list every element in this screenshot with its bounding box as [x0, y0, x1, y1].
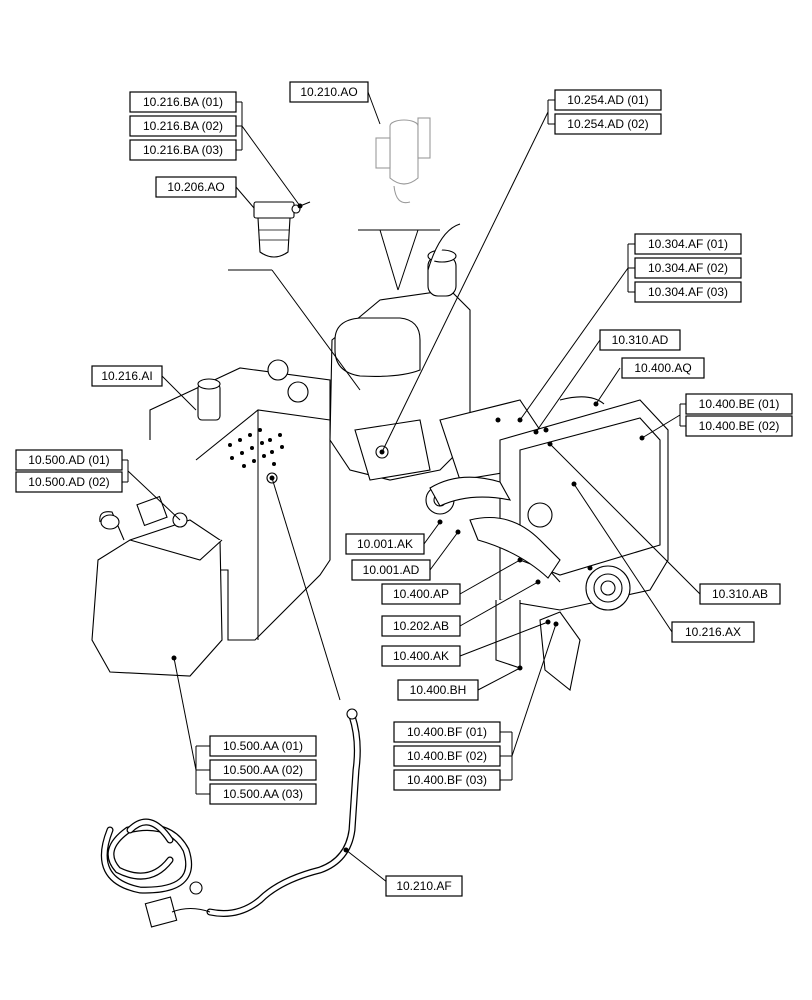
- svg-text:10.400.BF (01): 10.400.BF (01): [407, 725, 487, 739]
- label-10-400-bh[interactable]: 10.400.BH: [397, 679, 479, 701]
- engine-block-part: [329, 223, 541, 515]
- svg-text:10.216.AI: 10.216.AI: [101, 369, 152, 383]
- label-10-500-aa-02[interactable]: 10.500.AA (02): [209, 759, 317, 781]
- label-10-400-bf-02[interactable]: 10.400.BF (02): [393, 745, 501, 767]
- label-10-400-bf-01[interactable]: 10.400.BF (01): [393, 721, 501, 743]
- svg-text:10.254.AD (02): 10.254.AD (02): [567, 117, 648, 131]
- leader-lines: [122, 91, 701, 887]
- label-10-210-af[interactable]: 10.210.AF: [385, 875, 463, 897]
- svg-text:10.216.AX: 10.216.AX: [685, 625, 741, 639]
- svg-text:10.304.AF (01): 10.304.AF (01): [648, 237, 728, 251]
- label-10-500-aa-03[interactable]: 10.500.AA (03): [209, 783, 317, 805]
- svg-text:10.400.BF (03): 10.400.BF (03): [407, 773, 487, 787]
- svg-text:10.304.AF (02): 10.304.AF (02): [648, 261, 728, 275]
- label-10-216-ax[interactable]: 10.216.AX: [671, 621, 755, 643]
- label-10-400-ap[interactable]: 10.400.AP: [381, 583, 461, 605]
- svg-text:10.500.AD (02): 10.500.AD (02): [28, 475, 109, 489]
- label-10-216-ba-03[interactable]: 10.216.BA (03): [129, 139, 237, 161]
- svg-text:10.254.AD (01): 10.254.AD (01): [567, 93, 648, 107]
- label-10-254-ad-01[interactable]: 10.254.AD (01): [554, 89, 662, 111]
- cooling-package-part: [495, 396, 669, 691]
- label-10-304-af-03[interactable]: 10.304.AF (03): [634, 281, 742, 303]
- svg-text:10.210.AO: 10.210.AO: [300, 85, 357, 99]
- fuel-filter-part: [253, 201, 311, 258]
- svg-text:10.310.AB: 10.310.AB: [712, 587, 768, 601]
- svg-text:10.206.AO: 10.206.AO: [167, 180, 224, 194]
- label-10-202-ab[interactable]: 10.202.AB: [381, 615, 461, 637]
- label-10-310-ad[interactable]: 10.310.AD: [599, 329, 681, 351]
- label-10-206-ao[interactable]: 10.206.AO: [155, 176, 237, 198]
- svg-text:10.304.AF (03): 10.304.AF (03): [648, 285, 728, 299]
- label-10-400-be-01[interactable]: 10.400.BE (01): [685, 393, 793, 415]
- engine-assembly-illustration: [91, 117, 669, 928]
- label-10-500-ad-01[interactable]: 10.500.AD (01): [15, 449, 123, 471]
- svg-text:10.400.AK: 10.400.AK: [393, 649, 449, 663]
- svg-text:10.400.BF (02): 10.400.BF (02): [407, 749, 487, 763]
- svg-text:10.400.AQ: 10.400.AQ: [634, 361, 691, 375]
- label-10-001-ad[interactable]: 10.001.AD: [351, 559, 431, 581]
- svg-text:10.400.BE (01): 10.400.BE (01): [699, 397, 780, 411]
- fuel-line-hose-part: [206, 708, 361, 917]
- svg-text:10.210.AF: 10.210.AF: [396, 879, 451, 893]
- fuel-tank-part: [149, 359, 331, 641]
- label-10-310-ab[interactable]: 10.310.AB: [699, 583, 781, 605]
- svg-text:10.216.BA (03): 10.216.BA (03): [143, 143, 223, 157]
- svg-text:10.202.AB: 10.202.AB: [393, 619, 449, 633]
- svg-text:10.500.AD (01): 10.500.AD (01): [28, 453, 109, 467]
- tank-vent-holes: [228, 428, 284, 468]
- label-10-216-ai[interactable]: 10.216.AI: [91, 365, 163, 387]
- label-10-400-bf-03[interactable]: 10.400.BF (03): [393, 769, 501, 791]
- label-10-400-be-02[interactable]: 10.400.BE (02): [685, 415, 793, 437]
- svg-text:10.500.AA (02): 10.500.AA (02): [223, 763, 303, 777]
- label-10-304-af-02[interactable]: 10.304.AF (02): [634, 257, 742, 279]
- label-10-216-ba-01[interactable]: 10.216.BA (01): [129, 91, 237, 113]
- label-10-254-ad-02[interactable]: 10.254.AD (02): [554, 113, 662, 135]
- svg-text:10.500.AA (01): 10.500.AA (01): [223, 739, 303, 753]
- svg-text:10.216.BA (01): 10.216.BA (01): [143, 95, 223, 109]
- label-10-210-ao[interactable]: 10.210.AO: [289, 81, 369, 103]
- label-10-001-ak[interactable]: 10.001.AK: [345, 533, 425, 555]
- svg-text:10.400.BH: 10.400.BH: [410, 683, 467, 697]
- svg-text:10.400.AP: 10.400.AP: [393, 587, 449, 601]
- water-separator-part: [375, 117, 431, 204]
- def-tank-part: [91, 495, 223, 677]
- svg-text:10.400.BE (02): 10.400.BE (02): [699, 419, 780, 433]
- label-10-400-aq[interactable]: 10.400.AQ: [621, 357, 705, 379]
- label-10-500-ad-02[interactable]: 10.500.AD (02): [15, 471, 123, 493]
- svg-text:10.216.BA (02): 10.216.BA (02): [143, 119, 223, 133]
- label-10-304-af-01[interactable]: 10.304.AF (01): [634, 233, 742, 255]
- label-10-216-ba-02[interactable]: 10.216.BA (02): [129, 115, 237, 137]
- svg-text:10.500.AA (03): 10.500.AA (03): [223, 787, 303, 801]
- label-10-400-ak[interactable]: 10.400.AK: [381, 645, 461, 667]
- part-labels: 10.216.BA (01) 10.216.BA (02) 10.216.BA …: [15, 81, 793, 897]
- intake-pipe-part: [429, 476, 561, 579]
- heated-harness-part: [100, 818, 211, 928]
- label-10-500-aa-01[interactable]: 10.500.AA (01): [209, 735, 317, 757]
- svg-text:10.001.AD: 10.001.AD: [363, 563, 420, 577]
- svg-text:10.001.AK: 10.001.AK: [357, 537, 413, 551]
- svg-text:10.310.AD: 10.310.AD: [612, 333, 669, 347]
